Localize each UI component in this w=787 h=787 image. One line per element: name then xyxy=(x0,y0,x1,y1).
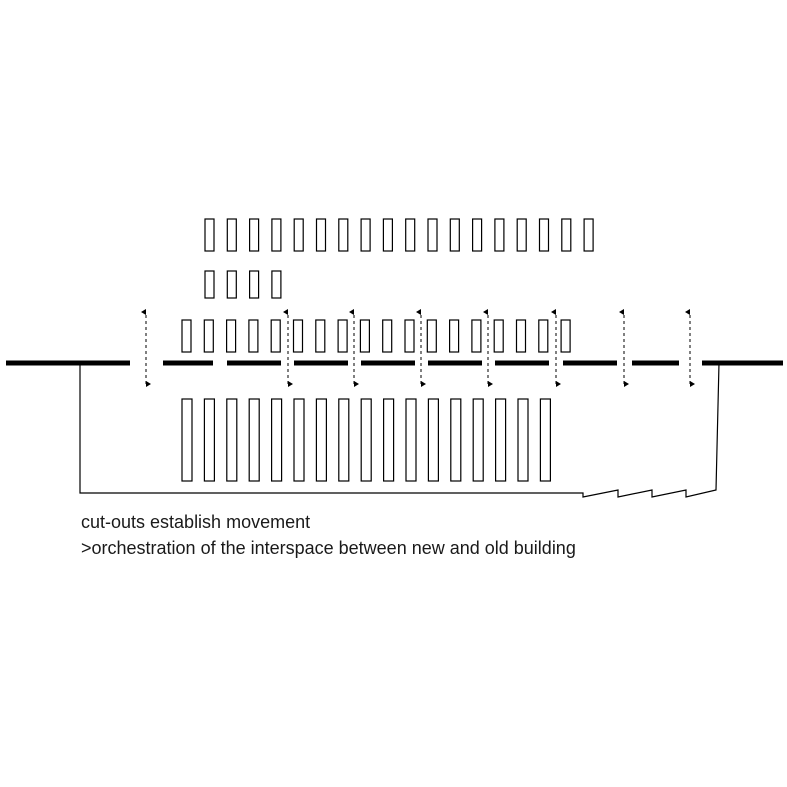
upper-block xyxy=(338,218,349,252)
lower-block xyxy=(560,319,571,353)
upper-block xyxy=(583,218,594,252)
basement-pillar xyxy=(338,398,350,482)
basement-pillar xyxy=(181,398,193,482)
lower-block xyxy=(248,319,259,353)
middle-row-blocks xyxy=(204,270,282,299)
upper-block xyxy=(315,218,327,252)
upper-block xyxy=(249,218,260,252)
basement-pillar xyxy=(315,398,327,482)
basement-pillars xyxy=(181,398,552,482)
middle-block xyxy=(226,270,237,299)
basement-pillar xyxy=(293,398,305,482)
upper-block xyxy=(516,218,527,252)
lower-block xyxy=(337,319,348,353)
lower-block xyxy=(493,319,504,353)
upper-block xyxy=(561,218,572,252)
basement-outline xyxy=(79,362,720,498)
upper-block xyxy=(360,218,371,252)
movement-arrows xyxy=(141,309,695,387)
basement-outline-path xyxy=(79,362,720,498)
lower-block xyxy=(471,319,482,353)
upper-block xyxy=(449,218,460,252)
upper-block xyxy=(382,218,393,252)
caption-line-1: cut-outs establish movement xyxy=(81,512,311,532)
upper-block xyxy=(293,218,304,252)
lower-row-blocks xyxy=(181,319,571,353)
lower-block xyxy=(292,319,304,353)
basement-pillar xyxy=(271,398,283,482)
lower-block xyxy=(404,319,415,353)
upper-block xyxy=(538,218,550,252)
upper-row-blocks xyxy=(204,218,594,252)
basement-pillar xyxy=(450,398,462,482)
upper-block xyxy=(472,218,483,252)
basement-pillar xyxy=(203,398,215,482)
upper-block xyxy=(204,218,215,252)
upper-block xyxy=(494,218,505,252)
upper-block xyxy=(226,218,237,252)
upper-block xyxy=(405,218,416,252)
middle-block xyxy=(271,270,282,299)
lower-block xyxy=(181,319,192,353)
lower-block xyxy=(203,319,214,353)
basement-pillar xyxy=(427,398,439,482)
lower-block xyxy=(449,319,460,353)
basement-pillar xyxy=(539,398,552,482)
basement-pillar xyxy=(517,398,529,482)
middle-block xyxy=(249,270,260,299)
basement-pillar xyxy=(472,398,484,482)
lower-block xyxy=(515,319,527,353)
basement-pillar xyxy=(248,398,260,482)
upper-block xyxy=(427,218,438,252)
caption-line-2: >orchestration of the interspace between… xyxy=(81,538,576,558)
basement-pillar xyxy=(226,398,238,482)
lower-block xyxy=(270,319,281,353)
basement-pillar xyxy=(495,398,507,482)
lower-block xyxy=(226,319,237,353)
middle-block xyxy=(204,270,215,299)
lower-block xyxy=(426,319,437,353)
basement-pillar xyxy=(405,398,417,482)
lower-block xyxy=(359,319,370,353)
upper-block xyxy=(271,218,282,252)
lower-block xyxy=(538,319,549,353)
basement-pillar xyxy=(360,398,372,482)
lower-block xyxy=(382,319,393,353)
basement-pillar xyxy=(383,398,395,482)
lower-block xyxy=(315,319,326,353)
